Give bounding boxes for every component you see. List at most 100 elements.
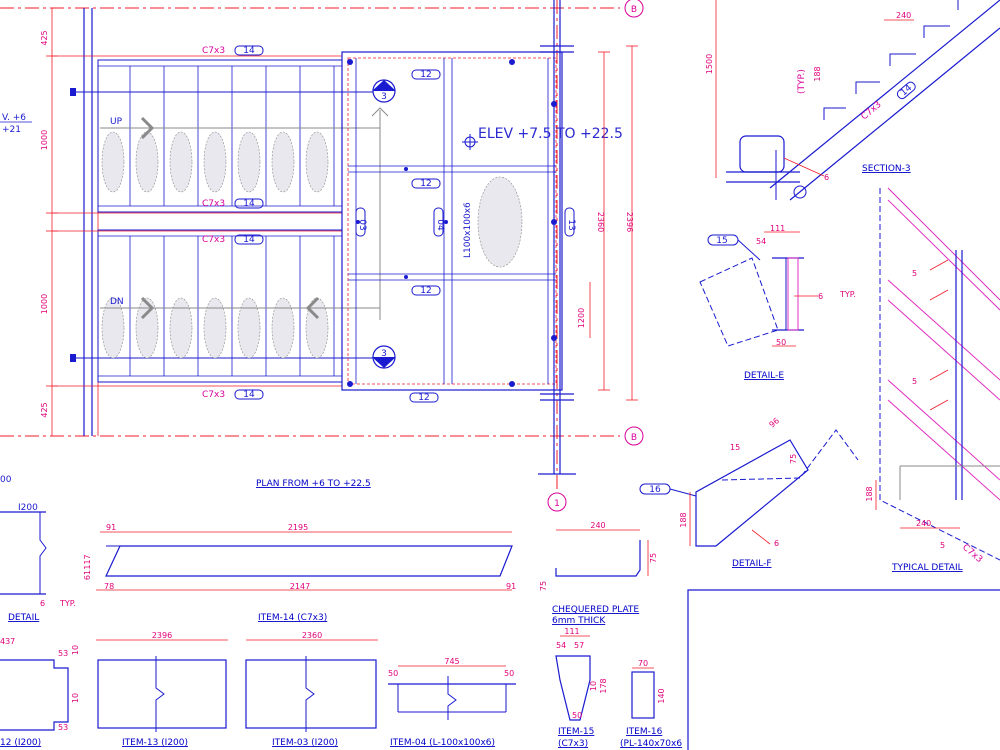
svg-text:54: 54 xyxy=(556,641,566,650)
item-03: 2360 ITEM-03 (I200) xyxy=(245,631,378,748)
svg-text:ITEM-15: ITEM-15 xyxy=(558,727,594,737)
svg-text:54: 54 xyxy=(756,237,766,246)
item-13: 2396 ITEM-13 (I200) xyxy=(96,631,228,748)
svg-text:04: 04 xyxy=(435,219,445,231)
svg-text:(TYP.): (TYP.) xyxy=(797,69,807,94)
svg-text:91: 91 xyxy=(506,582,516,591)
svg-text:53: 53 xyxy=(58,723,68,732)
section-3-view: 1500 240 188 (TYP.) C7x3 14 6 SECTION-3 xyxy=(705,0,1000,201)
grid-label-b-top: B xyxy=(631,5,637,15)
title-block-border xyxy=(687,589,1000,750)
dim-425-top: 425 xyxy=(40,30,49,45)
svg-text:TYP.: TYP. xyxy=(59,599,76,608)
svg-text:C7x3: C7x3 xyxy=(202,199,225,209)
svg-text:10: 10 xyxy=(589,681,598,691)
svg-text:91: 91 xyxy=(106,523,116,532)
svg-text:2147: 2147 xyxy=(290,582,310,591)
svg-text:5: 5 xyxy=(912,377,917,386)
svg-text:188: 188 xyxy=(679,512,688,527)
elevation-label: ELEV +7.5 TO +22.5 xyxy=(478,126,623,142)
svg-text:TYP.: TYP. xyxy=(839,290,856,299)
svg-text:C7x3: C7x3 xyxy=(860,100,884,122)
svg-text:1500: 1500 xyxy=(705,54,714,74)
dim-425-bottom: 425 xyxy=(40,402,49,417)
svg-text:178: 178 xyxy=(599,678,608,693)
svg-text:75: 75 xyxy=(789,454,798,464)
svg-text:14: 14 xyxy=(243,235,255,245)
svg-text:14: 14 xyxy=(243,390,255,400)
svg-text:13: 13 xyxy=(566,219,576,230)
dim-2396: 2396 xyxy=(625,212,634,232)
svg-text:75: 75 xyxy=(649,553,658,563)
svg-text:16: 16 xyxy=(649,485,661,495)
dn-label: DN xyxy=(110,297,124,307)
dim-1000-lower: 1000 xyxy=(40,294,49,314)
dim-1200: 1200 xyxy=(577,308,586,328)
section-3-bubble-bottom: 3 xyxy=(372,345,396,369)
item-15: 111 54 57 10 178 50 ITEM-15 (C7x3) xyxy=(555,627,608,749)
svg-text:10: 10 xyxy=(71,645,80,655)
grid-bubble-1 xyxy=(547,492,567,512)
svg-text:10: 10 xyxy=(71,693,80,703)
left-partial-detail: 00 I200 B 6 TYP. DETAIL xyxy=(0,475,76,623)
grid-label-1: 1 xyxy=(554,499,560,509)
svg-text:03: 03 xyxy=(357,219,367,230)
svg-text:75: 75 xyxy=(539,581,548,591)
svg-text:50: 50 xyxy=(504,669,514,678)
svg-text:240: 240 xyxy=(896,11,911,20)
plan-view: B B 1 xyxy=(0,0,644,512)
svg-text:2360: 2360 xyxy=(302,631,322,640)
svg-text:12: 12 xyxy=(420,179,431,189)
dim-2360: 2360 xyxy=(596,212,605,232)
detail-f: 16 188 75 15 96 6 DETAIL-F xyxy=(639,416,859,569)
svg-text:12 (I200): 12 (I200) xyxy=(0,738,41,748)
svg-text:ITEM-13 (I200): ITEM-13 (I200) xyxy=(122,738,188,748)
svg-text:00: 00 xyxy=(0,475,12,485)
left-elev-1: V. +6 xyxy=(2,113,26,123)
svg-text:ITEM-04 (L-100x100x6): ITEM-04 (L-100x100x6) xyxy=(390,738,495,748)
svg-text:70: 70 xyxy=(638,659,648,668)
svg-text:6mm THICK: 6mm THICK xyxy=(552,616,606,626)
section-3-title: SECTION-3 xyxy=(862,164,911,174)
plan-title: PLAN FROM +6 TO +22.5 xyxy=(256,479,371,489)
grid-bubble-b-bottom xyxy=(624,426,644,446)
svg-text:15: 15 xyxy=(730,443,740,452)
landing-frame: 12 12 12 12 03 04 13 L100x100x6 xyxy=(341,51,576,403)
svg-text:50: 50 xyxy=(776,338,786,347)
svg-text:111: 111 xyxy=(564,627,579,636)
svg-text:240: 240 xyxy=(590,521,605,530)
typical-detail-title: TYPICAL DETAIL xyxy=(891,563,963,573)
item-14: 2195 2147 91 78 91 117 61 ITEM-14 (C7x3) xyxy=(83,523,516,623)
svg-text:5: 5 xyxy=(940,541,945,550)
dn-arrow-head xyxy=(140,296,155,320)
lower-treads xyxy=(129,236,335,376)
svg-text:(PL-140x70x6: (PL-140x70x6 xyxy=(620,739,682,749)
svg-text:12: 12 xyxy=(420,286,431,296)
svg-text:ITEM-14 (C7x3): ITEM-14 (C7x3) xyxy=(258,613,327,623)
svg-text:96: 96 xyxy=(768,416,782,429)
svg-text:53: 53 xyxy=(58,649,68,658)
grid-label-b-bottom: B xyxy=(631,433,637,443)
up-arrow-head xyxy=(140,116,155,140)
svg-text:6: 6 xyxy=(774,539,779,548)
svg-text:2396: 2396 xyxy=(152,631,172,640)
angle-label: L100x100x6 xyxy=(463,202,473,258)
left-elev-2: +21 xyxy=(2,125,21,135)
chequered-plate: 240 75 75 CHEQUERED PLATE 6mm THICK xyxy=(539,521,658,626)
svg-text:2195: 2195 xyxy=(288,523,308,532)
svg-text:3: 3 xyxy=(381,92,387,102)
svg-text:50: 50 xyxy=(388,669,398,678)
detail-e: 15 111 54 50 6 TYP. DETAIL-E xyxy=(699,224,856,381)
svg-text:6: 6 xyxy=(818,292,823,301)
svg-text:3: 3 xyxy=(381,349,387,359)
svg-text:188: 188 xyxy=(865,486,874,501)
svg-text:117: 117 xyxy=(83,554,92,569)
dim-1000-upper: 1000 xyxy=(40,130,49,150)
svg-text:57: 57 xyxy=(574,641,584,650)
svg-text:14: 14 xyxy=(243,46,255,56)
svg-text:12: 12 xyxy=(418,393,429,403)
svg-text:745: 745 xyxy=(444,657,459,666)
left-dimensions xyxy=(46,8,58,436)
svg-text:C7x3: C7x3 xyxy=(202,235,225,245)
i-beam-column xyxy=(538,0,576,475)
